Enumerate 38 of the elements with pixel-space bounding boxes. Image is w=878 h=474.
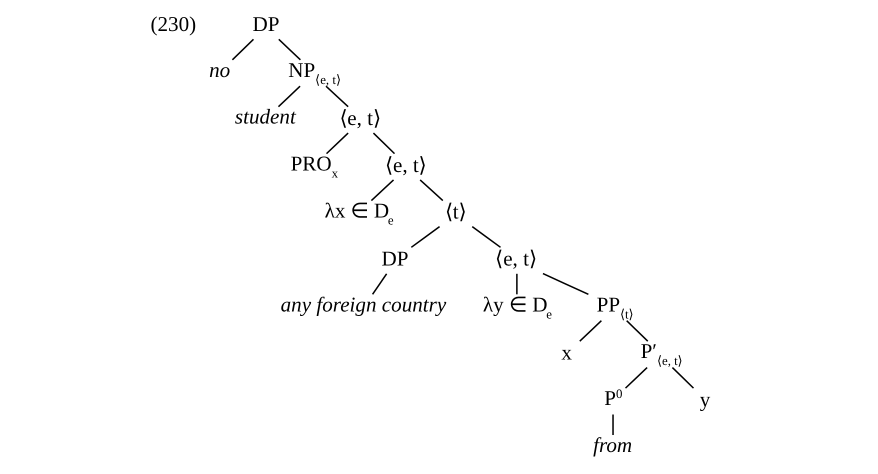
label: (230): [150, 12, 196, 36]
node-text: student: [234, 104, 296, 129]
connector: [671, 367, 694, 389]
connector: [370, 179, 394, 202]
connector: [612, 414, 614, 436]
connector: [324, 86, 348, 108]
node-text: no: [208, 58, 230, 82]
node-text: ⟨e, t⟩: [338, 106, 381, 130]
connector: [326, 132, 348, 154]
connector: [626, 320, 648, 342]
connector: [372, 132, 395, 154]
node-text: ⟨e, t⟩: [494, 246, 536, 271]
node-text: P′$_{⟨e, t⟩}$: [640, 339, 682, 368]
node-text: ⟨t⟩: [444, 200, 466, 224]
node-text: ⟨e, t⟩: [384, 152, 426, 177]
node-text: λy ∈ D$_{e}$: [482, 292, 552, 322]
node-text: PP$_{⟨t⟩}$: [596, 292, 634, 322]
connector: [231, 38, 254, 60]
node-text: DP: [252, 12, 279, 36]
connector: [278, 38, 300, 60]
connector: [410, 226, 440, 248]
node-text: DP: [380, 246, 408, 271]
connector: [471, 226, 500, 248]
node-text: from: [592, 433, 632, 458]
connector: [542, 272, 588, 296]
node-text: x: [560, 340, 572, 364]
connector: [419, 179, 443, 202]
connector: [624, 367, 648, 389]
connector: [578, 320, 602, 342]
node-text: y: [699, 387, 710, 412]
node-text: PRO$_{x}$: [290, 152, 338, 181]
connector: [371, 273, 387, 295]
connector: [277, 86, 300, 108]
node-text: NP$_{⟨e, t⟩}$: [288, 58, 340, 87]
node-text: λx ∈ D$_{e}$: [324, 198, 394, 228]
node-text: any foreign country: [280, 292, 446, 316]
connector: [516, 274, 518, 294]
node-text: P$^{0}$: [604, 386, 622, 410]
